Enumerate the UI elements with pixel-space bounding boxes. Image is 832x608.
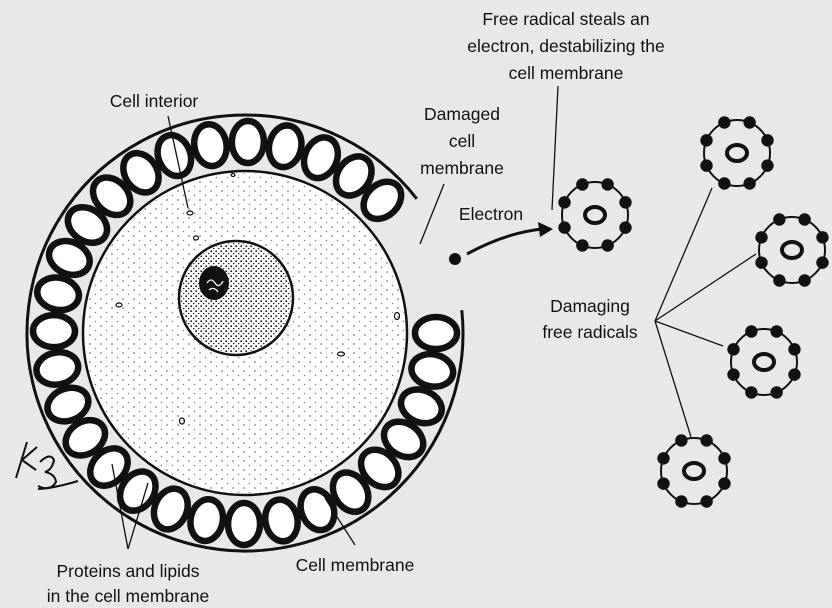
radical-electron [755, 256, 767, 268]
radical-electron [718, 452, 730, 464]
radical-electron [657, 452, 669, 464]
radical-electron [700, 495, 712, 507]
leader-radical-3 [655, 321, 723, 346]
membrane-protein-lipid [228, 503, 260, 545]
radical-nucleus [585, 207, 605, 223]
radical-electron [761, 159, 773, 171]
radical-electron [798, 274, 810, 286]
radical-electron [816, 256, 828, 268]
membrane-protein-lipid [262, 497, 301, 544]
radical-electron [601, 178, 613, 190]
radical-electron [798, 213, 810, 225]
radical-orbit [661, 438, 727, 504]
free-radical [755, 213, 828, 286]
radical-electron [770, 386, 782, 398]
radical-electron [700, 159, 712, 171]
radical-electron [675, 495, 687, 507]
radical-electron [788, 368, 800, 380]
radical-electron [700, 434, 712, 446]
cell-interior-label: Cell interior [110, 91, 199, 111]
electron-particle [449, 253, 461, 265]
membrane-protein-lipid [415, 317, 457, 349]
free-radical [657, 434, 730, 507]
radical-electron [619, 196, 631, 208]
nucleolus [199, 266, 229, 300]
membrane-protein-lipid [191, 122, 230, 169]
radical-electron [761, 134, 773, 146]
radical-electron [675, 434, 687, 446]
radical-electron [657, 477, 669, 489]
radical-nucleus [754, 354, 774, 370]
radical-electron [576, 178, 588, 190]
radical-electron [718, 177, 730, 189]
leader-radical-4 [655, 321, 691, 437]
leader-free-radical-steals [552, 86, 558, 210]
membrane-protein-lipid [265, 122, 305, 170]
radical-electron [773, 274, 785, 286]
membrane-protein-lipid [187, 496, 227, 544]
damaging-free-radicals-label-2: free radicals [542, 322, 638, 342]
free-radical [727, 325, 800, 398]
radical-electron [743, 116, 755, 128]
radical-electron [773, 213, 785, 225]
membrane-protein-lipid [34, 274, 82, 314]
radical-electron [788, 343, 800, 355]
nucleus-chromatin [181, 243, 291, 353]
membrane-protein-lipid [232, 121, 265, 163]
leader-damaged-membrane [420, 184, 444, 244]
cell-membrane-label: Cell membrane [296, 555, 415, 575]
arrowhead [538, 222, 553, 237]
free-radical [558, 178, 631, 251]
free-radical-steals-label-1: Free radical steals an [482, 9, 649, 29]
damaged-membrane-label-1: Damaged [424, 104, 500, 124]
damaging-free-radicals-label-1: Damaging [550, 296, 630, 316]
radical-electron [601, 239, 613, 251]
electron-label: Electron [459, 204, 523, 224]
leader-radical-2 [655, 254, 756, 321]
membrane-protein-lipid [409, 351, 456, 391]
electron-path-arrow [467, 229, 542, 254]
radical-electron [718, 477, 730, 489]
radical-orbit [562, 182, 628, 248]
radical-electron [743, 177, 755, 189]
free-radical-steals-label-2: electron, destabilizing the [467, 36, 664, 56]
radical-electron [770, 325, 782, 337]
leader-radical-1 [655, 188, 712, 321]
damaged-membrane-label-3: membrane [420, 158, 504, 178]
radical-nucleus [727, 145, 747, 161]
radical-electron [619, 221, 631, 233]
radical-electron [727, 368, 739, 380]
radical-orbit [731, 329, 797, 395]
radical-electron [718, 116, 730, 128]
radical-electron [816, 231, 828, 243]
membrane-protein-lipid [34, 349, 81, 388]
radical-electron [700, 134, 712, 146]
radical-electron [745, 325, 757, 337]
radical-nucleus [782, 242, 802, 258]
radical-electron [576, 239, 588, 251]
radical-electron [558, 221, 570, 233]
radical-orbit [704, 120, 770, 186]
proteins-lipids-label-1: Proteins and lipids [57, 561, 200, 581]
radical-electron [755, 231, 767, 243]
free-radical [700, 116, 773, 189]
radical-electron [745, 386, 757, 398]
free-radical-steals-label-3: cell membrane [509, 63, 624, 83]
radical-orbit [759, 217, 825, 283]
damaged-membrane-label-2: cell [449, 131, 475, 151]
proteins-lipids-label-2: in the cell membrane [47, 586, 209, 606]
radical-nucleus [684, 463, 704, 479]
radical-electron [558, 196, 570, 208]
membrane-protein-lipid [33, 315, 75, 347]
radical-electron [727, 343, 739, 355]
